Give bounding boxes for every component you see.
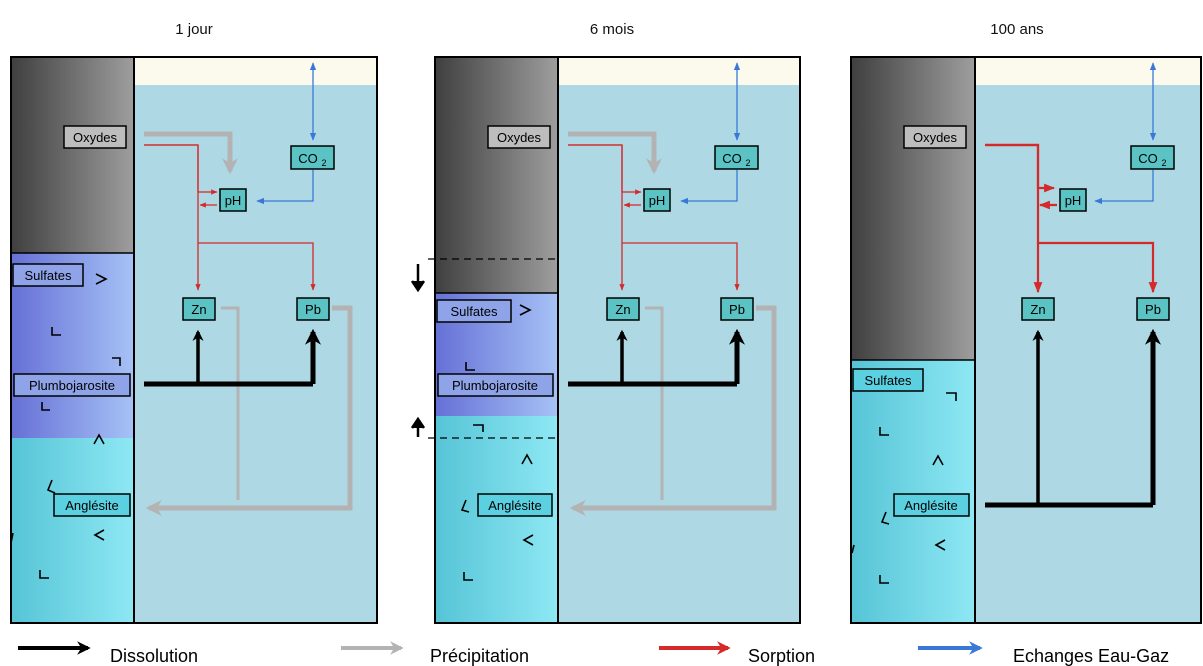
panel-6-months: 6 mois <box>412 21 800 623</box>
label-ph: pH <box>220 189 246 211</box>
label-pb: Pb <box>1137 298 1169 320</box>
label-plumbojarosite: Plumbojarosite <box>438 374 553 396</box>
legend-label: Dissolution <box>110 646 198 666</box>
ph-text: pH <box>1065 193 1082 208</box>
sulfates-text: Sulfates <box>865 373 912 388</box>
sulfates-text: Sulfates <box>25 268 72 283</box>
label-zn: Zn <box>183 298 215 320</box>
panel-100-years: 100 ans <box>851 21 1201 623</box>
water-column <box>134 57 377 623</box>
pb-text: Pb <box>305 302 321 317</box>
label-sulfates: Sulfates <box>13 264 83 286</box>
label-oxydes: Oxydes <box>904 126 966 148</box>
co2-subscript: 2 <box>745 158 750 168</box>
ph-text: pH <box>225 193 242 208</box>
label-sulfates: Sulfates <box>853 369 923 391</box>
panel-title: 100 ans <box>990 21 1043 38</box>
sulfates-text: Sulfates <box>451 304 498 319</box>
anglesite-text: Anglésite <box>904 498 957 513</box>
panel-title: 1 jour <box>175 21 213 38</box>
water-column <box>558 57 800 623</box>
label-anglesite: Anglésite <box>478 494 552 516</box>
water-column <box>975 57 1201 623</box>
air-layer <box>558 57 800 85</box>
co2-subscript: 2 <box>321 158 326 168</box>
air-layer <box>975 57 1201 85</box>
legend-item-precipitation: Précipitation <box>341 646 529 666</box>
anglesite-text: Anglésite <box>65 498 118 513</box>
legend-item-sorption: Sorption <box>659 646 815 666</box>
plumbojarosite-text: Plumbojarosite <box>29 378 115 393</box>
panel-title: 6 mois <box>590 21 634 38</box>
oxydes-text: Oxydes <box>73 130 118 145</box>
legend-label: Sorption <box>748 646 815 666</box>
oxydes-text: Oxydes <box>913 130 958 145</box>
label-co2: CO 2 <box>1131 146 1174 169</box>
label-pb: Pb <box>297 298 329 320</box>
legend-label: Précipitation <box>430 646 529 666</box>
label-zn: Zn <box>607 298 639 320</box>
label-oxydes: Oxydes <box>64 126 126 148</box>
ph-text: pH <box>649 193 666 208</box>
legend-item-dissolution: Dissolution <box>18 646 198 666</box>
label-zn: Zn <box>1022 298 1054 320</box>
zn-text: Zn <box>191 302 206 317</box>
co2-text: CO <box>1138 151 1158 166</box>
oxydes-text: Oxydes <box>497 130 542 145</box>
label-sulfates: Sulfates <box>437 300 511 322</box>
zn-text: Zn <box>1030 302 1045 317</box>
legend-item-gas-exchange: Echanges Eau-Gaz <box>918 646 1169 666</box>
label-anglesite: Anglésite <box>54 494 130 516</box>
label-oxydes: Oxydes <box>488 126 550 148</box>
legend-label: Echanges Eau-Gaz <box>1013 646 1169 666</box>
plumbojarosite-text: Plumbojarosite <box>452 378 538 393</box>
boundary-shift-arrows <box>412 264 424 437</box>
oxydes-layer <box>851 57 975 360</box>
panel-1-day: 1 jour <box>11 21 377 623</box>
anglesite-text: Anglésite <box>488 498 541 513</box>
label-ph: pH <box>1060 189 1086 211</box>
label-co2: CO 2 <box>291 146 334 169</box>
zn-text: Zn <box>615 302 630 317</box>
legend: Dissolution Précipitation Sorption Echan… <box>18 646 1169 666</box>
air-layer <box>134 57 377 85</box>
label-pb: Pb <box>721 298 753 320</box>
oxydes-layer <box>11 57 134 253</box>
co2-text: CO <box>298 151 318 166</box>
co2-subscript: 2 <box>1161 158 1166 168</box>
co2-text: CO <box>722 151 742 166</box>
pb-text: Pb <box>729 302 745 317</box>
oxydes-layer <box>435 57 558 293</box>
label-co2: CO 2 <box>715 146 758 169</box>
pb-text: Pb <box>1145 302 1161 317</box>
anglesite-layer <box>435 416 558 623</box>
label-plumbojarosite: Plumbojarosite <box>14 374 130 396</box>
label-ph: pH <box>644 189 670 211</box>
label-anglesite: Anglésite <box>894 494 969 516</box>
anglesite-layer <box>11 438 134 623</box>
